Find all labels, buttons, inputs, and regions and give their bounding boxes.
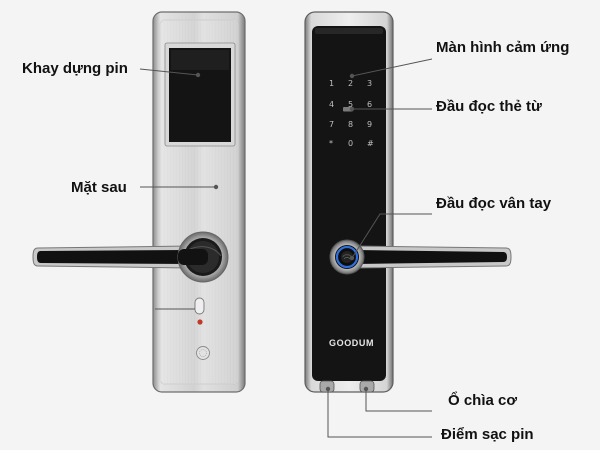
keypad-key: 3	[367, 79, 373, 88]
label-card-reader: Đầu đọc thẻ từ	[436, 98, 542, 115]
keypad-key: 5	[348, 100, 354, 109]
label-key-hole: Ổ chìa cơ	[448, 392, 518, 409]
keypad-key: 8	[348, 120, 354, 129]
keypad-key: 4	[329, 100, 335, 109]
brand-logo-text: GOODUM	[329, 338, 375, 348]
keypad-key: 6	[367, 100, 373, 109]
back-emergency-slot	[194, 297, 205, 325]
leader-lines	[139, 58, 433, 438]
fingerprint-reader	[329, 239, 365, 275]
keypad-key: 1	[329, 79, 335, 88]
back-lever-handle	[32, 231, 229, 283]
label-battery-tray: Khay dựng pin	[22, 60, 128, 77]
label-charging-point: Điểm sạc pin	[441, 426, 534, 443]
keypad-key: 0	[348, 139, 354, 148]
battery-tray	[164, 42, 236, 147]
label-back-side: Mặt sau	[71, 179, 127, 196]
front-lever-handle	[351, 245, 512, 269]
keypad-key: #	[367, 139, 374, 148]
keypad-key: 2	[348, 79, 354, 88]
keypad-key: *	[329, 139, 333, 148]
front-bottom-ports	[319, 380, 375, 393]
leader-dots	[195, 72, 369, 392]
label-fingerprint-reader: Đầu đọc vân tay	[436, 195, 552, 212]
label-touch-screen: Màn hình cảm ứng	[436, 39, 570, 56]
back-round-button	[196, 346, 210, 360]
keypad-key: 9	[367, 120, 373, 129]
front-panel	[304, 11, 394, 393]
keypad-key: 7	[329, 120, 335, 129]
